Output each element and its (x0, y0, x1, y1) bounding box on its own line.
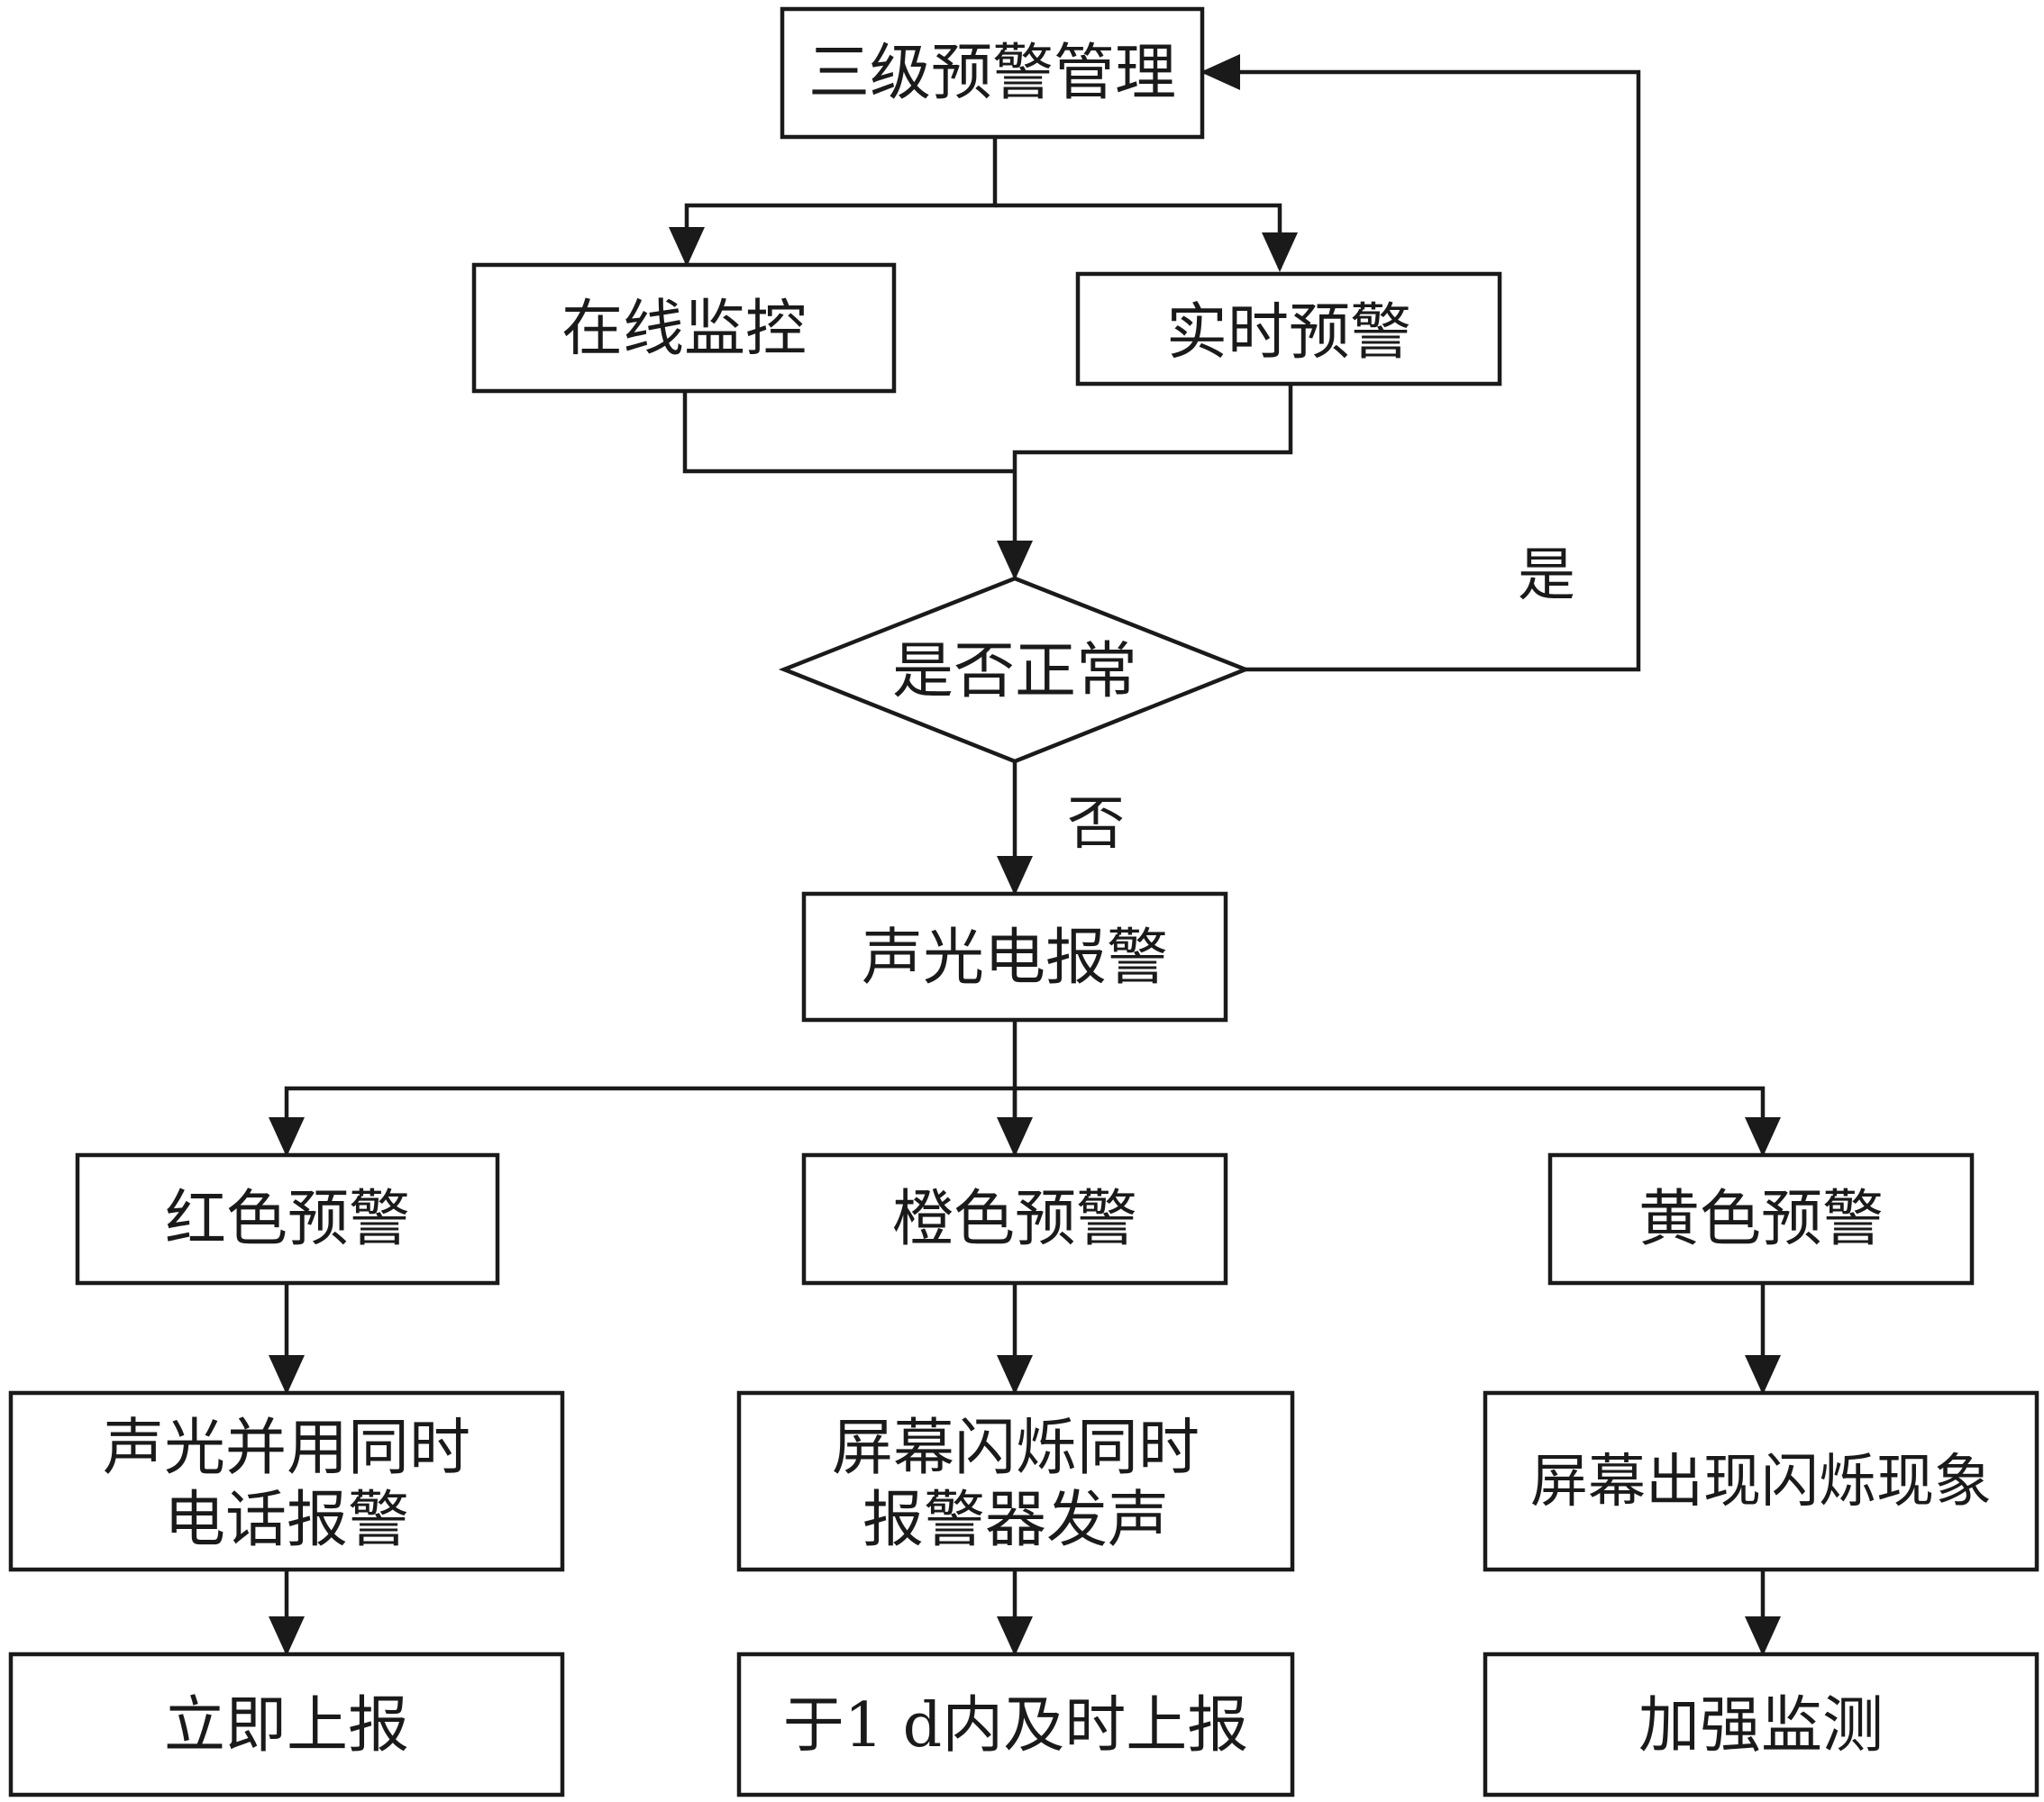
connector-yes-loop (1200, 54, 1641, 672)
connector-split-realtime (995, 203, 1298, 272)
node-realtime-warning: 实时预警 (1075, 271, 1502, 387)
node-orange-action-line1: 屏幕闪烁同时 (832, 1413, 1200, 1484)
node-management-label: 三级预警管理 (808, 38, 1176, 109)
node-orange-report: 于1 d内及时上报 (736, 1652, 1295, 1797)
edge-label-yes: 是 (1518, 542, 1575, 609)
node-red-action: 声光并用同时 电话报警 (8, 1390, 565, 1572)
node-yellow-report-label: 加强监测 (1638, 1690, 1884, 1761)
connector-split-yellow (1015, 1086, 1781, 1157)
node-is-normal-label: 是否正常 (892, 636, 1137, 707)
node-red-action-line2: 电话报警 (164, 1485, 409, 1556)
node-management: 三级预警管理 (780, 6, 1205, 140)
node-yellow-action-label: 屏幕出现闪烁现象 (1530, 1449, 1992, 1515)
node-orange-report-label: 于1 d内及时上报 (783, 1690, 1248, 1761)
node-is-normal: 是否正常 (778, 576, 1252, 764)
node-yellow: 黄色预警 (1547, 1152, 1975, 1286)
node-orange-label: 橙色预警 (892, 1184, 1137, 1255)
node-red-report-label: 立即上报 (164, 1690, 409, 1761)
node-alarm: 声光电报警 (801, 891, 1228, 1023)
edge-label-no: 否 (1067, 791, 1125, 858)
node-alarm-label: 声光电报警 (862, 923, 1168, 994)
node-orange-action-line2: 报警器发声 (862, 1485, 1169, 1556)
node-red: 红色预警 (75, 1152, 500, 1286)
connector-realtime-merge (997, 386, 1293, 580)
connector-split-red (269, 1086, 1015, 1157)
node-red-label: 红色预警 (165, 1184, 410, 1255)
node-red-action-line1: 声光并用同时 (103, 1413, 470, 1484)
connector-online-merge (682, 393, 1015, 474)
node-realtime-warning-label: 实时预警 (1166, 297, 1411, 369)
node-red-report: 立即上报 (8, 1652, 565, 1797)
node-online-monitor-label: 在线监控 (561, 294, 807, 365)
node-online-monitor: 在线监控 (471, 262, 897, 394)
node-yellow-action: 屏幕出现闪烁现象 (1483, 1390, 2039, 1572)
node-orange-action: 屏幕闪烁同时 报警器发声 (736, 1390, 1295, 1572)
connectors (269, 54, 1781, 1656)
node-yellow-report: 加强监测 (1483, 1652, 2039, 1797)
connector-management-split (669, 137, 998, 267)
node-yellow-label: 黄色预警 (1638, 1184, 1884, 1255)
node-orange: 橙色预警 (801, 1152, 1228, 1286)
